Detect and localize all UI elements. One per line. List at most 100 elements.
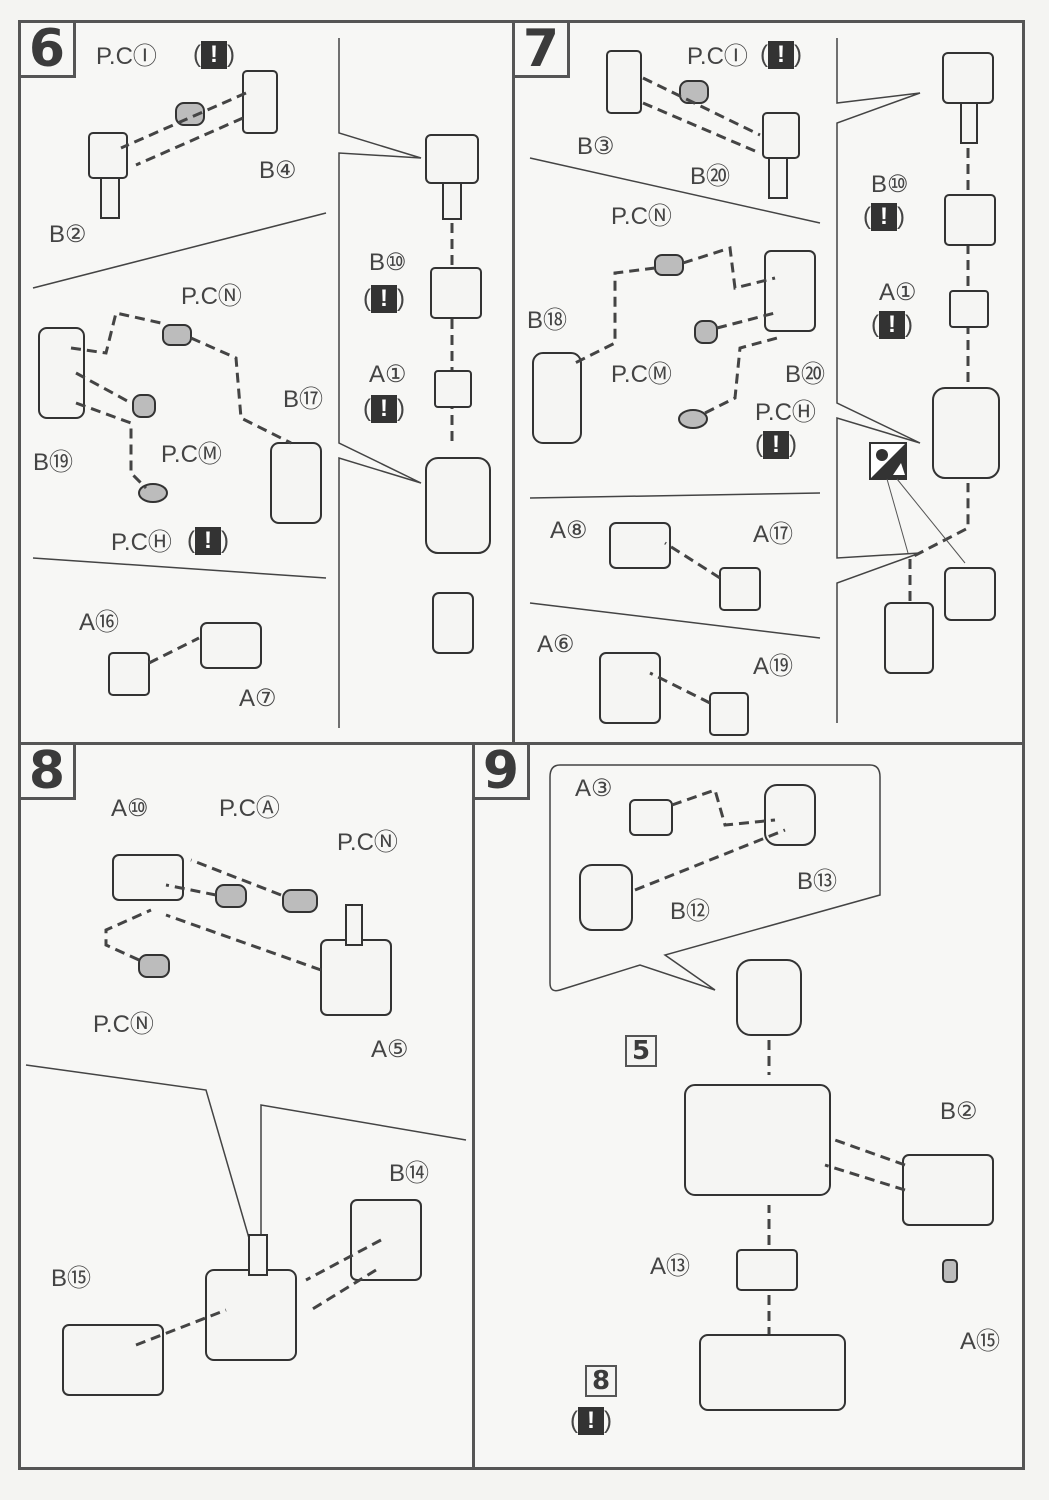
leg-assembly [699,1334,846,1411]
part-b19 [38,327,85,419]
step-number: 8 [18,742,76,800]
label-a13: A⑬ [650,1253,691,1280]
label-b10: B⑩ [369,249,407,276]
part-b15 [62,1324,164,1396]
step-8-drawing [25,854,467,1396]
pilot-figure-hand [884,602,934,674]
label-pc-a: P.CⒶ [219,795,280,822]
label-a8: A⑧ [550,517,588,544]
part-pc-n [162,324,192,346]
warning-icon: ! [371,285,397,313]
warning-icon: ! [195,527,221,555]
callout-bubble [549,764,881,992]
label-b21: B⑳ [690,163,731,190]
step-number: 9 [472,742,530,800]
part-b21 [762,112,800,159]
part-a19 [709,692,749,736]
part-b10 [944,194,996,246]
part-a10 [112,854,184,901]
callout-divider [25,1064,252,1246]
label-pc-m: P.CⓂ [611,361,672,388]
step-7-drawing [529,38,1000,736]
label-b22: B② [49,221,87,248]
label-b18: B⑱ [527,307,568,334]
part-a23 [629,799,673,836]
part-b24 [242,70,278,134]
part-a15 [942,1259,958,1283]
part-b20 [764,250,816,332]
pilot-figure-seated [944,567,996,621]
part-b22 [88,132,128,179]
torso-assembly [425,457,491,554]
part-pc-i [679,80,709,104]
label-b15: B⑮ [51,1265,92,1292]
label-b17: B⑰ [283,386,324,413]
assembly-ref-5: 5 [625,1035,657,1067]
label-b2: B② [940,1098,978,1125]
label-a16: A⑯ [79,609,120,636]
label-pc-i: P.CⒾ [687,43,748,70]
warning-icon: ! [371,395,397,423]
part-a5 [320,939,392,1016]
part-b13 [764,784,816,846]
step-9-panel: 9 A③ B⑬ B⑫ 5 B② A⑬ A⑮ 8 (!) [472,742,1025,1470]
head-assembly [942,52,994,104]
part-pc-m [132,394,156,418]
step-8-panel: 8 A⑩ P.CⒶ P.CⓃ P.CⓃ A⑤ B⑭ B⑮ [18,742,475,1470]
label-pc-h: P.CⒽ [111,529,172,556]
assembly-ref-8: 8 [585,1365,617,1397]
label-pc-n-bottom: P.CⓃ [93,1011,154,1038]
part-b23 [606,50,642,114]
label-b24: B④ [259,157,297,184]
part-a16 [108,652,150,696]
label-b23: B③ [577,133,615,160]
label-pc-i: P.CⒾ [96,43,157,70]
part-a1 [434,370,472,408]
label-a6: A⑥ [537,631,575,658]
label-b14: B⑭ [389,1160,430,1187]
label-pc-n: P.CⓃ [611,203,672,230]
part-pc-m [694,320,718,344]
step-number: 7 [512,20,570,78]
part-a13 [736,1249,798,1291]
label-a19: A⑲ [753,653,794,680]
label-a10: A⑩ [111,795,149,822]
label-a5: A⑤ [371,1036,409,1063]
step-9-drawing [549,764,994,1411]
part-a7 [200,622,262,669]
label-b20: B⑳ [785,361,826,388]
label-a15: A⑮ [960,1328,1001,1355]
head-assembly [425,134,479,184]
part-pc-h [678,409,708,429]
callout-divider [338,38,422,728]
warning-icon: ! [768,41,794,69]
pilot-figure [432,592,474,654]
label-a17: A⑰ [753,521,794,548]
hip-assembly [205,1269,297,1361]
label-pc-h: P.CⒽ [755,399,816,426]
label-a1: A① [879,279,917,306]
head-part [736,959,802,1036]
step-6-drawing [32,38,491,728]
warning-icon: ! [763,431,789,459]
part-a8 [609,522,671,569]
label-a7: A⑦ [239,685,277,712]
part-pc-n [654,254,684,276]
torso-assembly [932,387,1000,479]
step-6-panel: 6 [18,20,515,745]
part-pc-n [282,889,318,913]
warning-icon: ! [201,41,227,69]
label-pc-n: P.CⓃ [181,283,242,310]
callout-divider [836,38,921,723]
part-b18 [532,352,582,444]
part-b2 [902,1154,994,1226]
part-a17 [719,567,761,611]
label-a23: A③ [575,775,613,802]
part-b12 [579,864,633,931]
label-a1: A① [369,361,407,388]
step-7-panel: 7 [512,20,1025,745]
part-pc-h [138,483,168,503]
part-b22-shaft [100,177,120,219]
option-parts-icon [869,442,907,480]
